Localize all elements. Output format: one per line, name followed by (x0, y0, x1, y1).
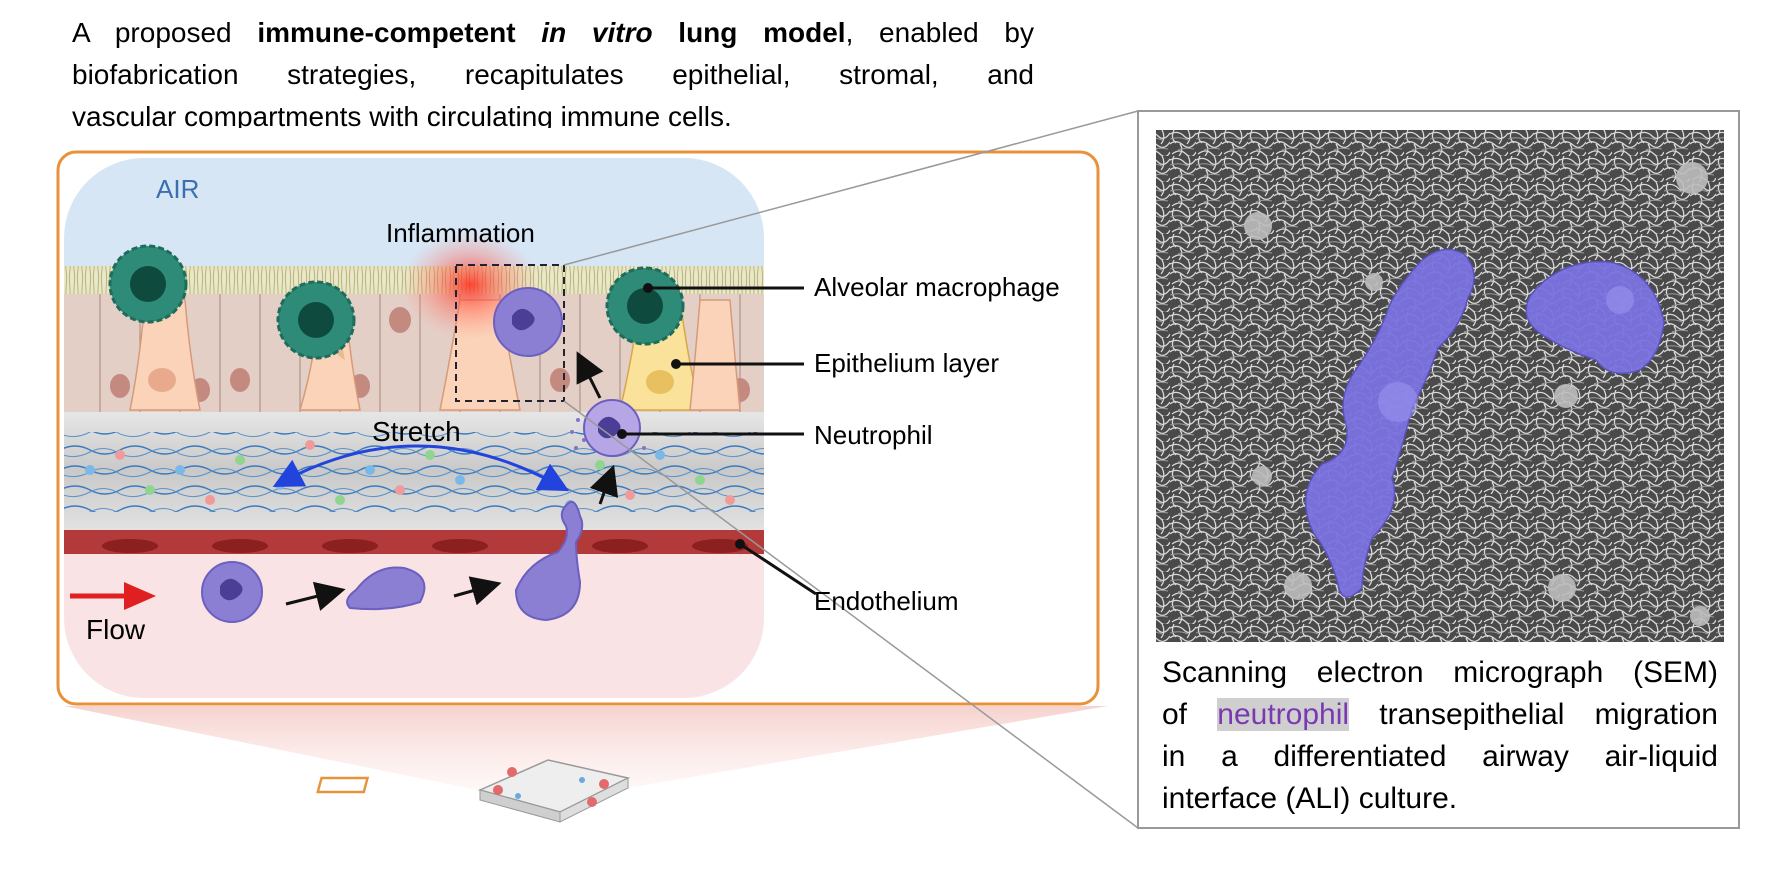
region-of-interest-box (455, 264, 565, 402)
caption-bold-text: immune-competent (257, 17, 516, 48)
caption-bold-text-2: lung model (678, 17, 846, 48)
inflammation-label: Inflammation (386, 218, 535, 248)
tissue-cross-section (64, 158, 764, 698)
zoom-connector-bottom (563, 400, 1139, 829)
flow-label: Flow (86, 614, 146, 645)
sem-caption-line-1: Scanning electron micrograph (SEM) (1162, 656, 1718, 689)
callout-epithelium-layer: Epithelium layer (814, 348, 999, 378)
sem-caption: Scanning electron micrograph (SEM) of ne… (1162, 652, 1718, 820)
sem-micrograph (1156, 130, 1724, 642)
vascular-channel (64, 540, 764, 698)
stretch-arrow (272, 444, 570, 492)
neutrophil-cell-transmigrating (570, 399, 646, 457)
zoom-connector-top (563, 110, 1139, 266)
circulating-neutrophils (201, 561, 426, 623)
sem-caption-line-4: interface (ALI) culture. (1162, 782, 1458, 815)
caption-text-2: , enabled by (845, 17, 1034, 48)
caption-line-2: biofabrication strategies, recapitulates… (72, 59, 1034, 90)
zoom-funnel (64, 706, 1108, 790)
flow-arrow (70, 582, 156, 610)
stretch-label: Stretch (372, 416, 461, 447)
endothelium-layer (64, 530, 764, 554)
figure-caption: A proposed immune-competent in vitro lun… (72, 12, 1034, 128)
callout-endothelium: Endothelium (814, 586, 959, 616)
caption-line-3: vascular compartments with circulating i… (72, 101, 732, 128)
callout-alveolar-macrophage: Alveolar macrophage (814, 272, 1060, 302)
alveolar-macrophage-cells (108, 244, 685, 360)
callout-lines (622, 286, 817, 596)
caption-bold-italic-text: in vitro (541, 17, 653, 48)
callout-neutrophil: Neutrophil (814, 420, 933, 450)
sem-caption-text: of (1162, 698, 1188, 731)
neutrophil-highlight: neutrophil (1217, 698, 1350, 731)
neutrophil-cell-epithelium (493, 287, 563, 357)
caption-line-1: A proposed immune-competent in vitro lun… (72, 12, 1034, 54)
sem-caption-line-2: of neutrophil transepithelial migration (1162, 694, 1718, 736)
sem-caption-line-3: in a differentiated airway air-liquid (1162, 740, 1718, 773)
neutrophil-cell-extravasating (514, 500, 584, 622)
sem-caption-text-2: transepithelial migration (1379, 698, 1718, 731)
caption-text: A proposed (72, 17, 232, 48)
air-label: AIR (156, 174, 200, 204)
microfluidic-chip-icon (316, 759, 631, 823)
